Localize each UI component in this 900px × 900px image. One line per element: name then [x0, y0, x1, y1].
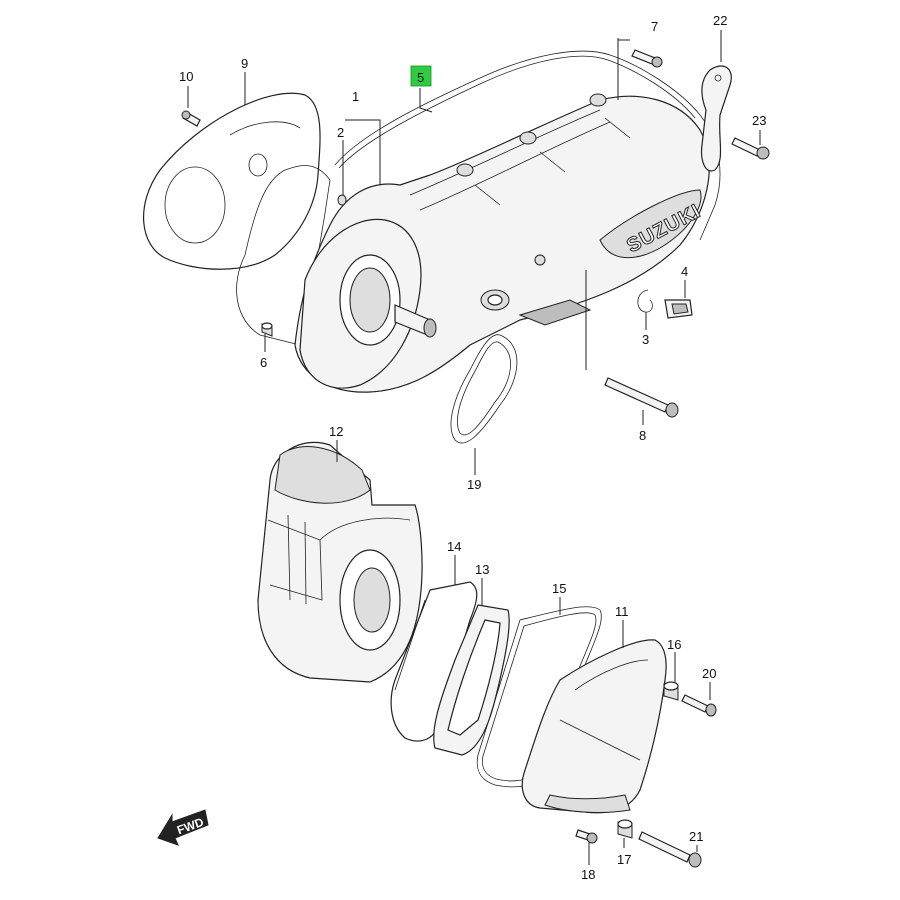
collar-17 — [617, 819, 633, 839]
clip-3 — [637, 289, 653, 313]
label-16: 16 — [667, 637, 681, 652]
label-20: 20 — [702, 666, 716, 681]
label-13: 13 — [475, 562, 489, 577]
label-19: 19 — [467, 477, 481, 492]
fwd-text: FWD — [175, 815, 206, 838]
bolt-7 — [631, 49, 663, 68]
label-5: 5 — [417, 70, 424, 85]
o-ring-seal — [450, 334, 518, 444]
outer-cover-gasket — [142, 92, 321, 270]
part-labels: 1 2 3 4 5 6 7 8 9 10 11 12 13 14 15 16 1… — [179, 13, 766, 882]
bolt-20 — [681, 694, 717, 717]
label-1: 1 — [352, 89, 359, 104]
bolt-23 — [731, 137, 770, 160]
collar-16 — [663, 681, 679, 701]
forward-direction-arrow: FWD — [157, 809, 209, 846]
label-10: 10 — [179, 69, 193, 84]
leader-lines — [187, 30, 761, 865]
label-8: 8 — [639, 428, 646, 443]
label-21: 21 — [689, 829, 703, 844]
bolt-8 — [604, 377, 679, 418]
label-23: 23 — [752, 113, 766, 128]
sensor-plug-4 — [664, 299, 693, 319]
highlight-box — [410, 65, 432, 87]
label-17: 17 — [617, 852, 631, 867]
bracket-22 — [700, 65, 732, 172]
label-4: 4 — [681, 264, 688, 279]
label-12: 12 — [329, 424, 343, 439]
label-18: 18 — [581, 867, 595, 882]
label-3: 3 — [642, 332, 649, 347]
filter-frame — [433, 604, 510, 756]
label-9: 9 — [241, 56, 248, 71]
label-2: 2 — [337, 125, 344, 140]
label-6: 6 — [260, 355, 267, 370]
air-cleaner-cover — [521, 639, 667, 814]
label-15: 15 — [552, 581, 566, 596]
label-11: 11 — [615, 604, 629, 619]
label-22: 22 — [713, 13, 727, 28]
label-14: 14 — [447, 539, 461, 554]
bolt-10 — [181, 110, 201, 127]
crankcase-cover: SUZUKI — [294, 93, 710, 393]
label-7: 7 — [651, 19, 658, 34]
cover-gasket-outline — [236, 165, 331, 346]
dowel-pin-6 — [261, 322, 273, 337]
air-cleaner-case — [257, 441, 423, 683]
screw-18 — [575, 829, 598, 844]
bolt-21 — [638, 831, 702, 868]
filter-element — [390, 581, 478, 742]
dowel-pin-2 — [337, 194, 347, 206]
